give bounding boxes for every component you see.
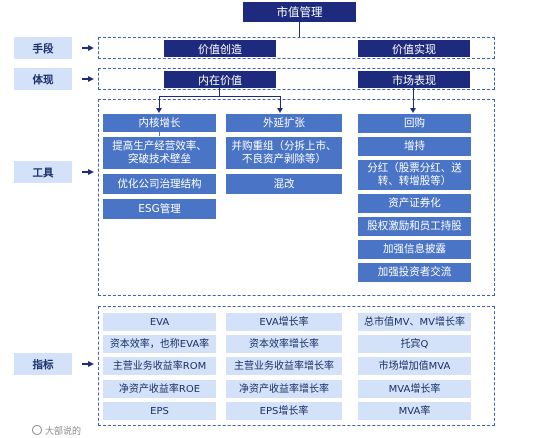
- indicators-frame: [98, 306, 495, 426]
- indicator-mva: 市场增加值MVA: [358, 357, 471, 375]
- indicator-eps-growth: EPS增长率: [226, 402, 342, 420]
- arrow-manifest-head: [88, 75, 94, 82]
- indicator-tobin-q: 托宾Q: [358, 335, 471, 353]
- side-label-means: 手段: [14, 37, 72, 59]
- watermark-text: 大部说的: [45, 426, 82, 437]
- tool-buyback: 回购: [358, 114, 471, 133]
- connector-intrinsic-horizontal: [159, 96, 280, 97]
- tool-col1-vline: [159, 132, 160, 136]
- indicator-eps: EPS: [103, 402, 216, 420]
- tool-investor-communication: 加强投资者交流: [358, 263, 471, 282]
- watermark: 大部说的: [32, 424, 82, 437]
- means-value-creation: 价值创造: [164, 40, 276, 57]
- indicator-mva-growth: MVA增长率: [358, 380, 471, 398]
- indicator-market-value: 总市值MV、MV增长率: [358, 313, 471, 331]
- connector-intrinsic-left-head: [156, 108, 162, 113]
- tool-esg: ESG管理: [103, 199, 216, 219]
- indicator-mva-rate: MVA率: [358, 402, 471, 420]
- arrow-tools: [82, 171, 88, 173]
- tools-frame: [98, 99, 495, 296]
- manifest-frame: [98, 68, 495, 90]
- indicator-eva: EVA: [103, 313, 216, 331]
- watermark-icon: [32, 425, 42, 435]
- connector-intrinsic-main: [219, 88, 220, 96]
- manifest-intrinsic-value: 内在价值: [164, 71, 276, 88]
- side-label-manifest: 体现: [14, 68, 72, 90]
- manifest-market-performance: 市场表现: [358, 71, 470, 88]
- indicator-eva-growth: EVA增长率: [226, 313, 342, 331]
- connector-market: [413, 88, 414, 110]
- diagram-title: 市值管理: [243, 2, 356, 22]
- tool-header-core-growth: 内核增长: [103, 114, 216, 132]
- connector-intrinsic-right: [280, 96, 281, 110]
- arrow-indicators: [82, 363, 88, 365]
- tool-efficiency: 提高生产经营效率、突破技术壁垒: [103, 137, 216, 169]
- connector-market-head: [410, 108, 416, 113]
- side-label-tools: 工具: [14, 161, 72, 183]
- indicator-capital-efficiency: 资本效率，也称EVA率: [103, 335, 216, 353]
- means-frame: [98, 37, 495, 59]
- tool-mixed-reform: 混改: [226, 174, 342, 194]
- arrow-means-head: [88, 44, 94, 51]
- side-label-indicators: 指标: [14, 353, 72, 375]
- arrow-tools-head: [88, 168, 94, 175]
- indicator-capital-efficiency-growth: 资本效率增长率: [226, 335, 342, 353]
- connector-intrinsic-left: [159, 96, 160, 110]
- indicator-rom: 主营业务收益率ROM: [103, 357, 216, 375]
- arrow-indicators-head: [88, 360, 94, 367]
- indicator-roe-growth: 净资产收益率增长率: [226, 380, 342, 398]
- tool-equity-incentive: 股权激励和员工持股: [358, 217, 471, 236]
- arrow-means: [82, 47, 88, 49]
- indicator-roe: 净资产收益率ROE: [103, 380, 216, 398]
- connector-intrinsic-right-head: [277, 108, 283, 113]
- tool-securitization: 资产证券化: [358, 194, 471, 213]
- tool-disclosure: 加强信息披露: [358, 240, 471, 259]
- tool-mergers: 并购重组（分拆上市、不良资产剥除等）: [226, 137, 342, 169]
- means-value-realization: 价值实现: [358, 40, 470, 57]
- tool-header-external-expansion: 外延扩张: [226, 114, 342, 132]
- tool-governance: 优化公司治理结构: [103, 174, 216, 194]
- indicator-rom-growth: 主营业务收益率增长率: [226, 357, 342, 375]
- tool-increase-holding: 增持: [358, 137, 471, 156]
- arrow-manifest: [82, 78, 88, 80]
- title-connector: [299, 22, 300, 37]
- tool-dividend: 分红（股票分红、送转、转增股等）: [358, 160, 471, 190]
